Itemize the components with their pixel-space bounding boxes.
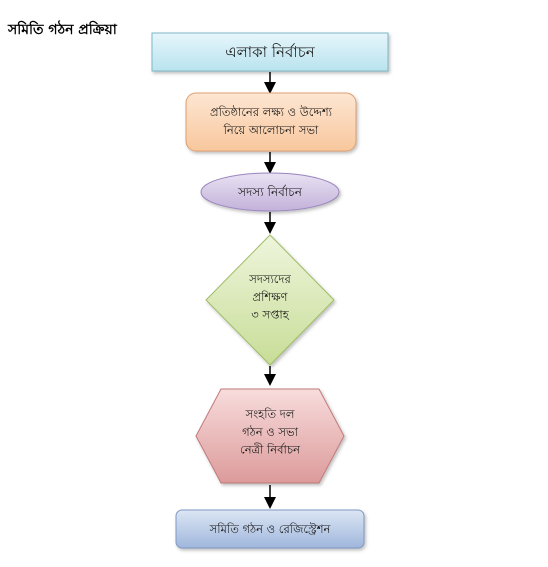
node-group-formation-text: সংহতি দল গঠন ও সভা নেত্রী নির্বাচন [240,407,301,457]
node-text-line: সংহতি দল [245,407,296,421]
node-text-line: প্রতিষ্ঠানের লক্ষ্য ও উদ্দেশ্য [210,105,333,119]
node-member-selection: সদস্য নির্বাচন [200,172,340,212]
node-goals-meeting-text: প্রতিষ্ঠানের লক্ষ্য ও উদ্দেশ্য নিয়ে আলোচ… [210,105,333,137]
node-member-training: সদস্যদের প্রশিক্ষণ ৩ সপ্তাহ [205,234,335,366]
node-registration-text: সমিতি গঠন ও রেজিস্ট্রেশন [209,522,332,536]
node-registration: সমিতি গঠন ও রেজিস্ট্রেশন [175,509,365,549]
node-text-line: নিয়ে আলোচনা সভা [223,123,319,137]
node-area-selection-text: এলাকা নির্বাচন [225,43,316,61]
node-text-line: সদস্যদের [248,272,291,286]
node-goals-meeting: প্রতিষ্ঠানের লক্ষ্য ও উদ্দেশ্য নিয়ে আলোচ… [185,92,357,152]
node-area-selection: এলাকা নির্বাচন [151,32,389,72]
node-text-line: সমিতি গঠন ও রেজিস্ট্রেশন [209,522,332,536]
node-text-line: নেত্রী নির্বাচন [240,443,301,457]
node-member-selection-text: সদস্য নির্বাচন [237,185,303,199]
node-group-formation: সংহতি দল গঠন ও সভা নেত্রী নির্বাচন [195,388,345,484]
node-member-training-text: সদস্যদের প্রশিক্ষণ ৩ সপ্তাহ [248,272,291,322]
node-text-line: ৩ সপ্তাহ [251,308,290,322]
node-text-line: প্রশিক্ষণ [253,290,289,304]
node-text-line: গঠন ও সভা [242,425,298,439]
page-title: সমিতি গঠন প্রক্রিয়া [8,22,117,38]
node-text-line: এলাকা নির্বাচন [225,43,316,61]
node-text-line: সদস্য নির্বাচন [237,185,303,199]
